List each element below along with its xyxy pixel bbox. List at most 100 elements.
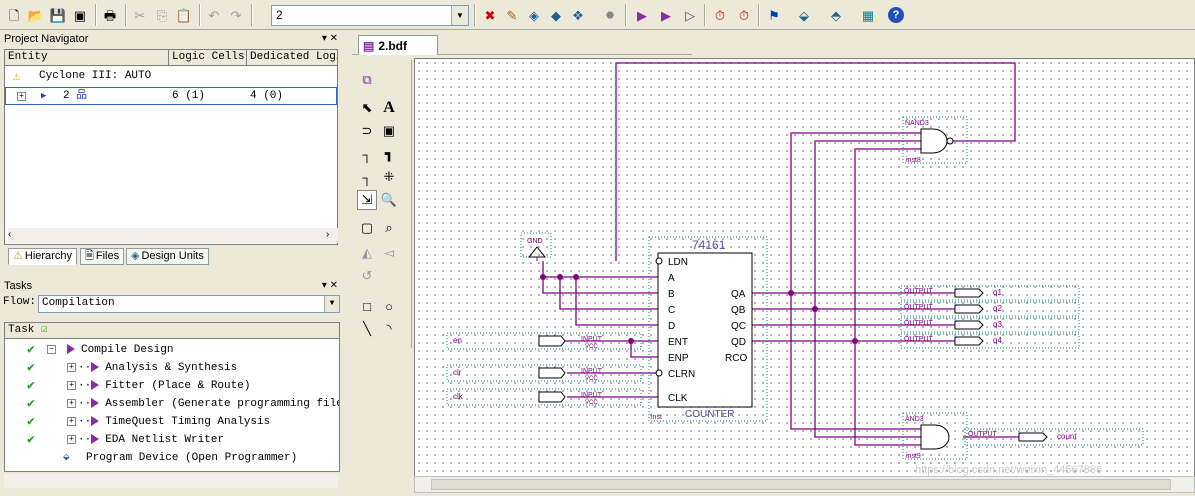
and3-gate[interactable]: AND3 inst9 <box>902 412 968 460</box>
tab-files[interactable]: 🗎Files <box>80 248 125 265</box>
tab-design-units[interactable]: ◈Design Units <box>126 248 209 265</box>
svg-text:OUTPUT: OUTPUT <box>904 336 934 343</box>
file-icon: 🗎 <box>85 250 94 262</box>
flip-vertical-icon[interactable]: ◅ <box>384 245 394 260</box>
input-pin-clk[interactable]: clk INPUT VCC <box>446 388 642 406</box>
chip-editor-icon[interactable]: ▦ <box>861 7 875 23</box>
pencil-icon[interactable]: ✎ <box>506 7 518 23</box>
bdf-file-icon: ▤ <box>363 38 375 53</box>
cut-icon[interactable]: ✂ <box>134 7 146 23</box>
rectangle-tool-icon[interactable]: □ <box>363 298 371 314</box>
flow-select[interactable]: Compilation ▼ <box>38 295 340 313</box>
horizontal-scrollbar[interactable] <box>4 474 338 488</box>
schematic-canvas[interactable]: GND 74161 COUNTER inst LDN A B C D ENT E… <box>414 58 1195 478</box>
partial-line-select-icon[interactable]: ⇲ <box>357 190 377 210</box>
output-pin-q2[interactable]: OUTPUT q2 <box>900 301 1080 317</box>
input-pin-clr[interactable]: clr INPUT VCC <box>446 364 642 382</box>
task-assembler[interactable]: ✔+··Assembler (Generate programming file… <box>27 396 340 411</box>
orthogonal-bus-icon[interactable]: ┓ <box>385 146 393 161</box>
canvas-horizontal-scrollbar[interactable] <box>414 476 1195 493</box>
task-program-device[interactable]: ⬙Program Device (Open Programmer) <box>5 449 339 467</box>
output-pin-q1[interactable]: OUTPUT q1 <box>900 285 1080 301</box>
full-screen-icon[interactable]: ▢ <box>360 220 374 235</box>
open-folder-icon[interactable]: 📂 <box>27 7 45 23</box>
compile-stop-icon[interactable]: ✖ <box>484 7 496 23</box>
task-analysis-synthesis[interactable]: ✔+··Analysis & Synthesis <box>27 360 238 375</box>
assignment-icon[interactable]: ◈ <box>529 7 539 23</box>
output-pin-count[interactable]: OUTPUT count <box>964 428 1144 446</box>
svg-text:clr: clr <box>453 368 462 377</box>
chevron-down-icon[interactable]: ▼ <box>451 6 468 25</box>
conduit-tool-icon[interactable]: ┐ <box>362 169 372 185</box>
undo-icon[interactable]: ↶ <box>208 7 220 23</box>
column-header-entity[interactable]: Entity <box>5 50 169 66</box>
fitter-icon[interactable]: ▷ <box>685 7 695 23</box>
scroll-left-icon[interactable]: ‹ <box>8 229 12 240</box>
text-tool-icon[interactable]: A <box>383 99 395 116</box>
task-timequest[interactable]: ✔+··TimeQuest Timing Analysis <box>27 414 271 429</box>
task-fitter[interactable]: ✔+··Fitter (Place & Route) <box>27 378 251 393</box>
chip-planner-icon[interactable]: ⬘ <box>831 7 841 23</box>
task-eda-netlist[interactable]: ✔+··EDA Netlist Writer <box>27 432 225 447</box>
programmer-icon[interactable]: ⬙ <box>799 7 809 23</box>
gnd-symbol[interactable]: GND <box>520 232 552 261</box>
selection-tool-icon[interactable]: ⬉ <box>361 100 373 115</box>
flip-horizontal-icon[interactable]: ◭ <box>362 245 372 260</box>
nand3-gate[interactable]: NAND3 inst8 <box>902 116 968 164</box>
panel-controls[interactable]: ▾ ✕ <box>321 33 338 44</box>
oval-tool-icon[interactable]: ○ <box>385 298 393 314</box>
rubberband-icon[interactable]: ⁜ <box>383 169 395 184</box>
task-compile-design[interactable]: ✔−Compile Design <box>27 342 174 357</box>
symbol-tool-icon[interactable]: ⊃ <box>361 123 373 138</box>
zoom-tool-icon[interactable]: 🔍 <box>380 192 398 207</box>
expand-icon: + <box>67 380 76 390</box>
output-pin-q3[interactable]: OUTPUT q3 <box>900 317 1080 333</box>
project-navigator-title: Project Navigator ▾ ✕ <box>0 31 342 47</box>
horizontal-scrollbar[interactable] <box>8 228 338 243</box>
rotate-icon[interactable]: ↺ <box>361 268 373 283</box>
input-pin-en[interactable]: en INPUT VCC <box>446 332 642 350</box>
save-all-icon[interactable]: ▣ <box>73 7 87 23</box>
column-header-dedicated-logic[interactable]: Dedicated Logic <box>247 50 337 66</box>
copy-icon[interactable]: ⎘ <box>156 7 168 23</box>
scrollbar-thumb[interactable] <box>431 479 1171 490</box>
netlist-icon[interactable]: ❖ <box>572 7 584 23</box>
expand-icon[interactable]: + <box>17 92 26 101</box>
help-icon[interactable]: ? <box>888 7 904 23</box>
counter-74161[interactable]: 74161 COUNTER inst LDN A B C D ENT ENP C… <box>648 236 768 422</box>
detach-window-icon[interactable]: ⧉ <box>362 72 372 87</box>
hierarchy-icon: 品 <box>76 90 87 102</box>
panel-controls[interactable]: ▾ ✕ <box>321 280 338 291</box>
table-row-top-entity[interactable]: + ▶ 2 品 6 (1) 4 (0) <box>5 87 337 105</box>
column-header-logic-cells[interactable]: Logic Cells <box>169 50 247 66</box>
block-tool-icon[interactable]: ▣ <box>382 123 396 138</box>
svg-text:q4: q4 <box>993 336 1002 345</box>
tab-2-bdf[interactable]: ▤2.bdf <box>358 35 438 55</box>
start-compile-icon[interactable]: ▶ <box>637 7 647 23</box>
paste-icon[interactable]: 📋 <box>175 7 193 23</box>
redo-icon[interactable]: ↷ <box>230 7 242 23</box>
arc-tool-icon[interactable]: ◝ <box>386 321 392 336</box>
project-combo[interactable]: 2▼ <box>271 5 469 26</box>
pin-planner-icon[interactable]: ◆ <box>551 7 561 23</box>
expand-icon: + <box>67 416 76 426</box>
main-toolbar: 🗋 📂 💾 ▣ 🖶 ✂ ⎘ 📋 ↶ ↷ 2▼ ✖ ✎ ◈ ◆ ❖ ⬣ ▶ ▶ ▷… <box>0 0 1195 30</box>
chevron-down-icon[interactable]: ▼ <box>324 296 339 312</box>
svg-text:inst9: inst9 <box>906 453 921 460</box>
stop-icon[interactable]: ⬣ <box>606 9 614 20</box>
orthogonal-node-icon[interactable]: ┐ <box>362 146 372 162</box>
timing-icon[interactable]: ⏱ <box>714 7 726 23</box>
scroll-right-icon[interactable]: › <box>326 229 330 240</box>
new-file-icon[interactable]: 🗋 <box>8 7 20 23</box>
save-icon[interactable]: 💾 <box>49 7 67 23</box>
timing-analyzer-icon[interactable]: ⏱ <box>738 7 750 23</box>
find-icon[interactable]: ⌕ <box>385 220 393 235</box>
rtl-viewer-icon[interactable]: ⚑ <box>768 7 780 23</box>
print-icon[interactable]: 🖶 <box>103 7 117 23</box>
output-pin-q4[interactable]: OUTPUT q4 <box>900 333 1080 349</box>
analysis-icon[interactable]: ▶ <box>661 7 671 23</box>
line-tool-icon[interactable]: ╲ <box>363 321 371 336</box>
tab-hierarchy[interactable]: ⚠Hierarchy <box>8 248 77 265</box>
table-row-device[interactable]: ⚠ Cyclone III: AUTO <box>5 68 337 86</box>
svg-text:INPUT: INPUT <box>581 368 603 375</box>
